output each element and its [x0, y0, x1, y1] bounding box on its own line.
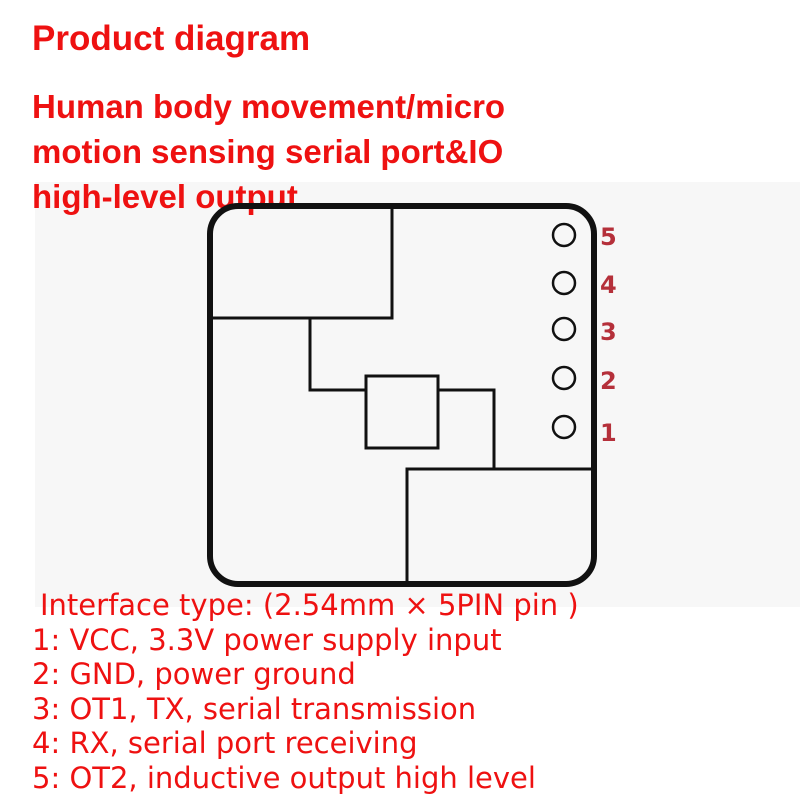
pin-hole: [551, 365, 577, 391]
module-outline: [207, 203, 597, 587]
antenna-block-bottom-right: [405, 467, 592, 582]
pin-label: 3: [600, 318, 617, 346]
subtitle-line: motion sensing serial port&IO: [32, 133, 504, 170]
pin-description: 4: RX, serial port receiving: [32, 726, 418, 760]
pin-hole: [551, 222, 577, 248]
trace-left: [308, 318, 366, 392]
pin-description: 2: GND, power ground: [32, 657, 356, 691]
pin-5: 5: [551, 222, 617, 251]
pin-label: 1: [600, 419, 617, 447]
subtitle: Human body movement/micro motion sensing…: [32, 84, 505, 219]
pin-4: 4: [551, 270, 617, 299]
pin-label: 4: [600, 271, 617, 299]
pin-description: 3: OT1, TX, serial transmission: [32, 691, 477, 726]
pin-description: 1: VCC, 3.3V power supply input: [32, 622, 502, 657]
pin-1: 1: [551, 414, 617, 447]
pin-description: 5: OT2, inductive output high level: [32, 760, 536, 795]
trace-right: [438, 388, 496, 469]
page-title: Product diagram: [32, 19, 311, 58]
sensor-chip: [364, 374, 440, 450]
pin-2: 2: [551, 365, 617, 395]
pin-3: 3: [551, 316, 617, 346]
interface-type: Interface type: (2.54mm × 5PIN pin ): [40, 588, 579, 622]
pin-hole: [551, 414, 577, 440]
subtitle-line: Human body movement/micro: [32, 88, 506, 125]
diagram-background: [35, 182, 800, 607]
pin-label: 5: [600, 223, 617, 251]
pin-hole: [551, 270, 577, 296]
pin-hole: [551, 316, 577, 342]
antenna-block-top-left: [212, 208, 394, 320]
interface-info: Interface type: (2.54mm × 5PIN pin ) 1: …: [32, 588, 579, 795]
pin-label: 2: [600, 367, 617, 395]
